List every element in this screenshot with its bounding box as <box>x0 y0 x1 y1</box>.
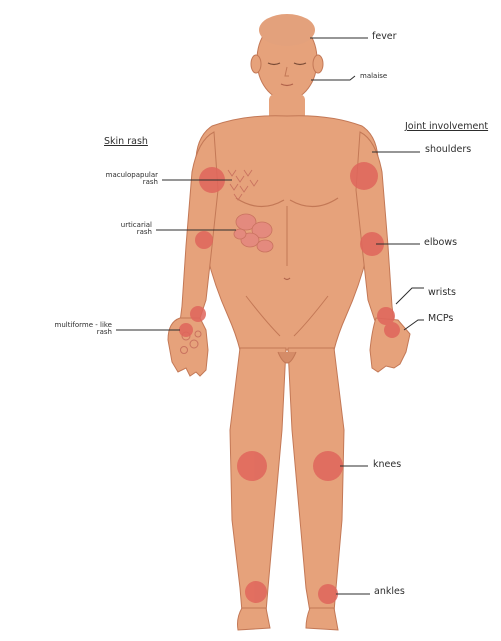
left-ear <box>251 55 261 73</box>
right-leg <box>288 348 344 612</box>
multiforme-label-line2: rash <box>14 329 112 336</box>
right-arm <box>356 132 394 324</box>
malaise-label: malaise <box>360 73 387 80</box>
urticarial-label-line2: rash <box>70 229 152 236</box>
right-foot <box>306 608 338 630</box>
left-ankle-joint <box>245 581 267 603</box>
maculopapular-label-line2: rash <box>70 179 158 186</box>
right-shoulder-joint <box>350 162 378 190</box>
left-knee-joint <box>237 451 267 481</box>
left-arm <box>180 132 218 324</box>
maculopapular-rash-label: maculopapular rash <box>70 172 158 187</box>
right-ear <box>313 55 323 73</box>
right-mcp-joint <box>384 322 400 338</box>
multiforme-rash-label: multiforme - like rash <box>14 322 112 337</box>
left-foot <box>238 608 271 630</box>
left-mcp-joint <box>179 323 193 337</box>
joint-involvement-heading: Joint involvement <box>405 122 488 132</box>
wrists-label: wrists <box>428 288 456 298</box>
mcps-line <box>404 320 424 330</box>
right-ankle-joint <box>318 584 338 604</box>
wrists-line <box>396 288 424 304</box>
left-wrist-joint <box>190 306 206 322</box>
skin-rash-heading: Skin rash <box>104 137 148 147</box>
shoulders-label: shoulders <box>425 145 471 155</box>
right-knee-joint <box>313 451 343 481</box>
knees-label: knees <box>373 460 401 470</box>
mcps-label: MCPs <box>428 314 453 324</box>
left-elbow-joint <box>195 231 213 249</box>
ankles-label: ankles <box>374 587 405 597</box>
left-leg <box>230 348 286 612</box>
fever-label: fever <box>372 32 397 42</box>
malaise-line <box>311 76 355 80</box>
hair <box>259 14 315 46</box>
elbows-label: elbows <box>424 238 457 248</box>
urticarial-rash-label: urticarial rash <box>70 222 152 237</box>
